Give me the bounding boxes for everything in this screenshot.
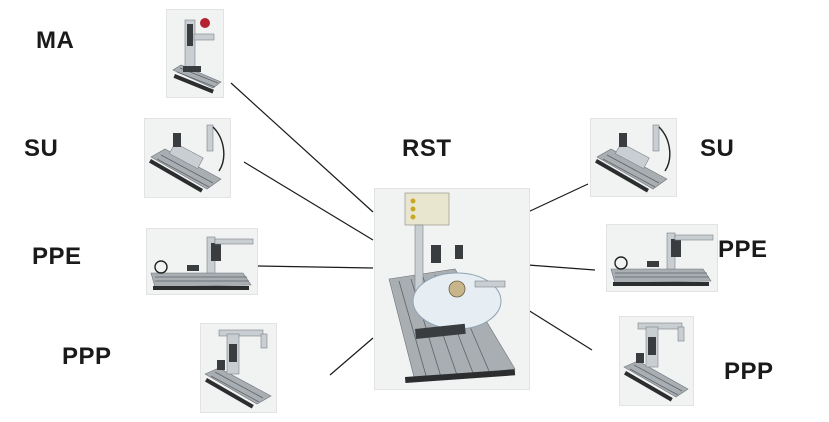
label-ppp-left: PPP [62,343,112,370]
photo-rst [374,188,530,390]
connector-su-right [527,183,589,213]
photo-ppp-left [200,323,277,413]
label-rst: RST [402,135,452,162]
connector-ppe-right [527,264,596,271]
label-ma: MA [36,27,75,54]
connector-ppp-left [329,337,374,376]
photo-su-left [144,118,231,198]
photo-ppe-right [606,224,718,292]
label-su-right: SU [700,135,735,162]
photo-ppp-right [619,316,694,406]
label-ppp-right: PPP [724,358,774,385]
label-ppe-left: PPE [32,243,82,270]
connector-ppp-right [527,309,593,351]
photo-su-right [590,118,677,197]
photo-ppe-left [146,228,258,295]
label-su-left: SU [24,135,59,162]
connector-su-left [243,161,374,241]
connector-ma [230,82,374,213]
connector-ppe-left [257,265,374,269]
label-ppe-right: PPE [718,236,768,263]
photo-ma [166,9,224,98]
